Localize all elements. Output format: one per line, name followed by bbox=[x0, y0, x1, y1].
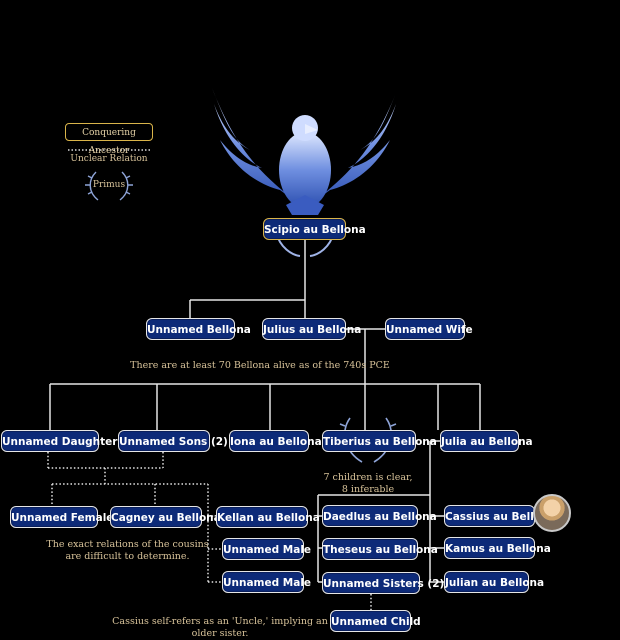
node-unnamed-sisters[interactable]: Unnamed Sisters (2) bbox=[322, 572, 444, 594]
node-cagney[interactable]: Cagney au Bellona bbox=[110, 506, 221, 528]
node-unnamed-male-1[interactable]: Unnamed Male bbox=[222, 538, 311, 560]
node-iona[interactable]: Iona au Bellona bbox=[229, 430, 322, 452]
node-scipio[interactable]: Scipio au Bellona bbox=[263, 218, 366, 240]
legend-primus: Primus bbox=[92, 180, 126, 190]
node-unnamed-male-2[interactable]: Unnamed Male bbox=[222, 571, 311, 593]
laurel-icon bbox=[85, 171, 133, 201]
node-unnamed-child[interactable]: Unnamed Child bbox=[330, 610, 421, 632]
node-unnamed-daughter[interactable]: Unnamed Daughter bbox=[1, 430, 117, 452]
node-theseus[interactable]: Theseus au Bellona bbox=[322, 538, 438, 560]
node-unnamed-bellona[interactable]: Unnamed Bellona bbox=[146, 318, 251, 340]
note-children-line2: 8 inferable bbox=[341, 484, 395, 495]
note-cousins-line2: are difficult to determine. bbox=[65, 551, 190, 562]
node-unnamed-female[interactable]: Unnamed Female bbox=[10, 506, 113, 528]
node-cassius[interactable]: Cassius au Bellona bbox=[444, 505, 556, 527]
legend-conquering-ancestor: Conquering Ancestor bbox=[65, 123, 153, 156]
eagle-emblem-icon bbox=[212, 88, 398, 257]
note-alive: There are at least 70 Bellona alive as o… bbox=[130, 360, 390, 371]
node-kellan[interactable]: Kellan au Bellona bbox=[216, 506, 320, 528]
node-kamus[interactable]: Kamus au Bellona bbox=[444, 537, 551, 559]
node-daedlus[interactable]: Daedlus au Bellona bbox=[322, 505, 437, 527]
cassius-portrait bbox=[533, 494, 571, 532]
node-unnamed-sons[interactable]: Unnamed Sons (2) bbox=[118, 430, 228, 452]
node-unnamed-wife[interactable]: Unnamed Wife bbox=[385, 318, 473, 340]
node-julian[interactable]: Julian au Bellona bbox=[444, 571, 544, 593]
note-children-line1: 7 children is clear, bbox=[323, 472, 413, 483]
legend-unclear-relation: Unclear Relation bbox=[70, 154, 148, 164]
node-julius[interactable]: Julius au Bellona bbox=[262, 318, 361, 340]
note-cassius: Cassius self-refers as an 'Uncle,' imply… bbox=[112, 616, 328, 639]
node-tiberius[interactable]: Tiberius au Bellona bbox=[322, 430, 437, 452]
note-cousins-line1: The exact relations of the cousins bbox=[46, 539, 209, 550]
node-julia[interactable]: Julia au Bellona bbox=[440, 430, 533, 452]
